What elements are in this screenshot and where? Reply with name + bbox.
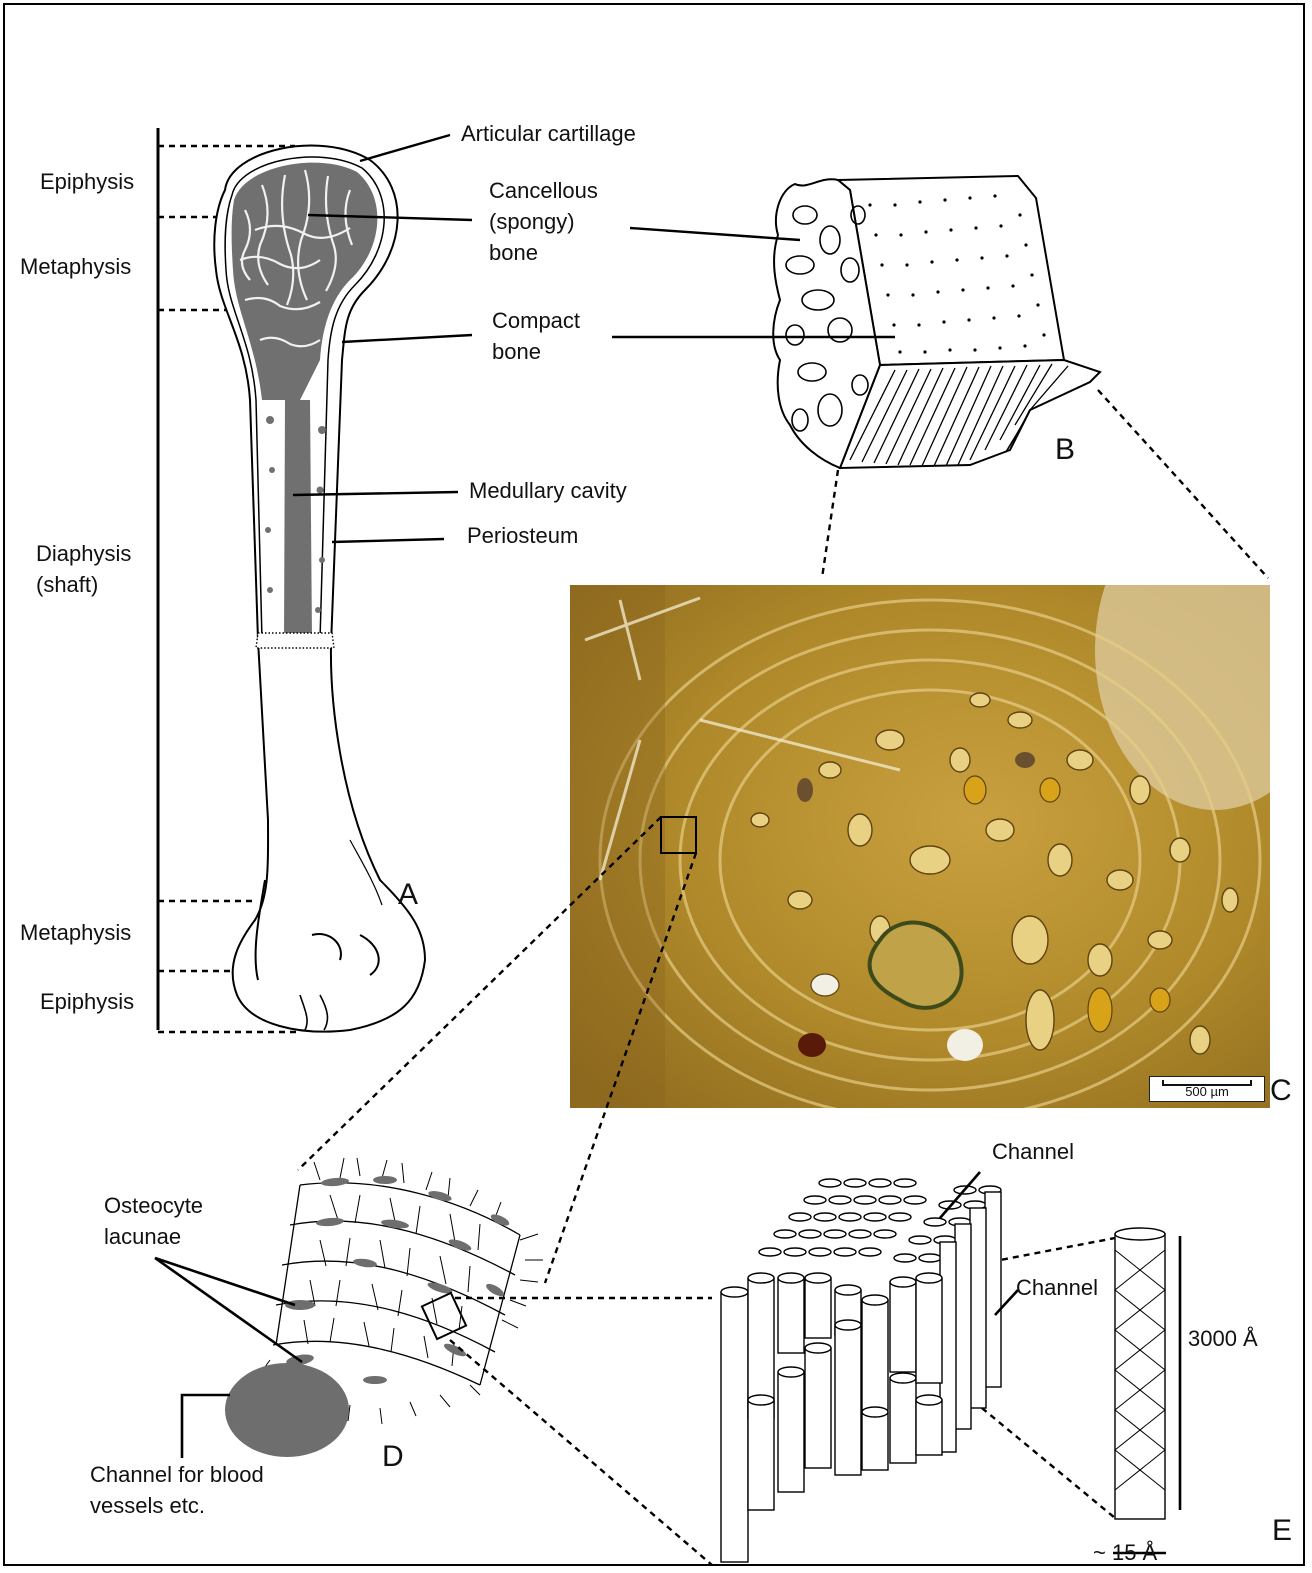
panel-b-bone-block [612,176,1100,468]
label-channel-side: Channel [1016,1272,1098,1303]
label-compact-bone: Compact bone [492,305,580,367]
panel-e-fibril-array [721,1179,1165,1562]
panel-letter-c: C [1270,1074,1292,1108]
panel-c-micrograph [570,490,1312,1120]
label-fibril-width: ~ 15 Å [1093,1537,1157,1568]
label-periosteum: Periosteum [467,520,578,551]
label-channel-blood-vessels: Channel for blood vessels etc. [90,1459,264,1521]
panel-d-osteon [155,1158,543,1458]
label-diaphysis: Diaphysis (shaft) [36,538,131,600]
label-metaphysis-bottom: Metaphysis [20,917,131,948]
panel-letter-a: A [398,878,418,912]
label-articular-cartilage: Articular cartillage [461,118,636,149]
label-medullary-cavity: Medullary cavity [469,475,627,506]
label-metaphysis-top: Metaphysis [20,251,131,282]
single-fibril [1115,1228,1165,1519]
panel-letter-e: E [1272,1514,1292,1548]
label-epiphysis-bottom: Epiphysis [40,986,134,1017]
label-cancellous-bone: Cancellous (spongy) bone [489,175,598,268]
label-osteocyte-lacunae: Osteocyte lacunae [104,1190,203,1252]
micrograph-scale-bar: 500 µm [1149,1076,1265,1102]
label-epiphysis-top: Epiphysis [40,166,134,197]
label-fibril-length: 3000 Å [1188,1323,1258,1354]
panel-a-long-bone [158,128,472,1032]
label-channel-top: Channel [992,1136,1074,1167]
panel-letter-b: B [1055,433,1075,467]
fibril-front-row [721,1273,942,1562]
panel-letter-d: D [382,1440,404,1474]
